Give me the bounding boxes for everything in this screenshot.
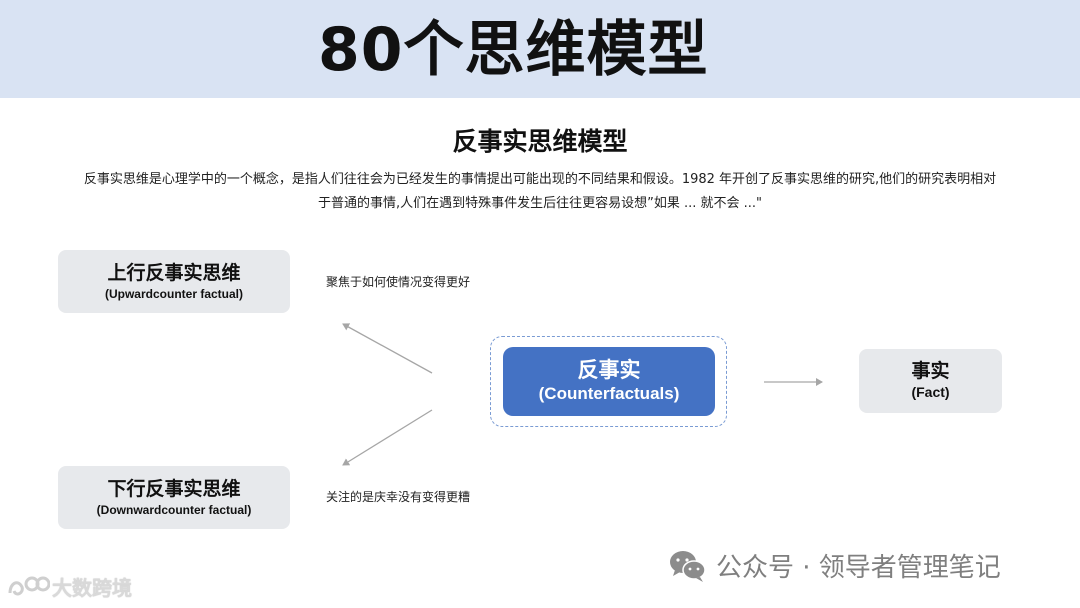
downward-counterfactual-box: 下行反事实思维 (Downwardcounter factual): [58, 466, 290, 529]
brand-logo-icon: [8, 576, 50, 595]
arrow-to-downward: [342, 409, 433, 466]
counterfactual-title: 反事实: [577, 358, 641, 382]
wechat-icon: [670, 550, 706, 582]
intro-line-1: 反事实思维是心理学中的一个概念，是指人们往往会为已经发生的事情提出可能出现的不同…: [83, 172, 997, 187]
counterfactual-subtitle: (Counterfactuals): [538, 384, 680, 403]
fact-subtitle: (Fact): [911, 384, 950, 400]
upward-title: 上行反事实思维: [107, 262, 241, 284]
fact-title: 事实: [911, 360, 950, 382]
upward-subtitle: (Upwardcounter factual): [104, 287, 243, 301]
brand-watermark-text: 大数跨境: [52, 576, 132, 600]
upward-counterfactual-box: 上行反事实思维 (Upwardcounter factual): [58, 250, 290, 313]
counterfactual-dashed-frame: [490, 336, 727, 427]
downward-note: 关注的是庆幸没有变得更糟: [326, 490, 471, 504]
arrow-to-upward: [342, 323, 433, 374]
account-watermark: 公众号 · 领导者管理笔记: [668, 547, 1001, 584]
model-title: 反事实思维模型: [452, 127, 628, 156]
banner-title: 80个思维模型: [318, 15, 709, 85]
brand-watermark: 大数跨境: [6, 572, 132, 601]
intro-line-2: 于普通的事情,人们在遇到特殊事件发生后往往更容易设想”如果 ... 就不会 ..…: [317, 196, 763, 211]
account-watermark-text: 公众号 · 领导者管理笔记: [716, 553, 1001, 583]
counterfactual-box: 反事实 (Counterfactuals): [503, 347, 715, 416]
header-banner: 80个思维模型: [0, 0, 1080, 98]
model-intro: 反事实思维是心理学中的一个概念，是指人们往往会为已经发生的事情提出可能出现的不同…: [60, 168, 1020, 216]
upward-note: 聚焦于如何使情况变得更好: [326, 275, 471, 289]
downward-subtitle: (Downwardcounter factual): [96, 503, 252, 517]
fact-box: 事实 (Fact): [859, 349, 1002, 413]
downward-title: 下行反事实思维: [107, 478, 241, 500]
